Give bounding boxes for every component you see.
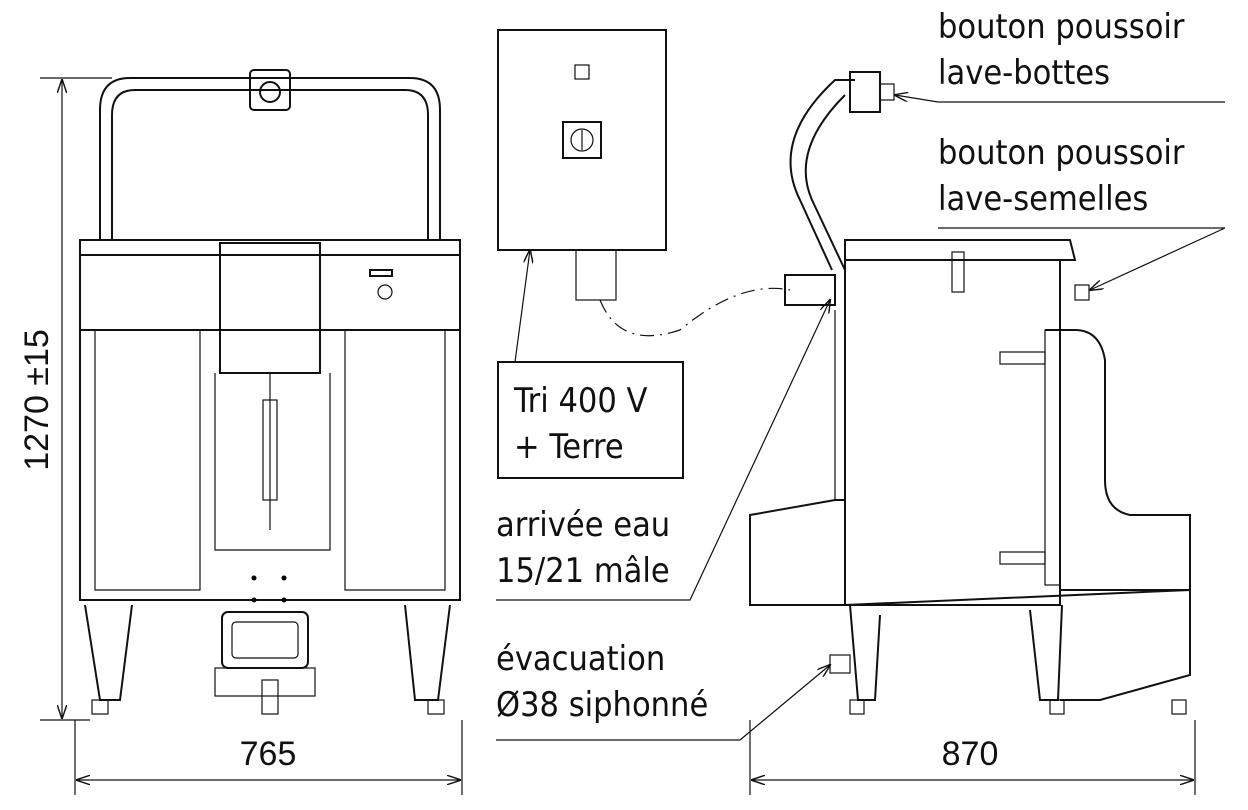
- height-value: 1270 ±15: [18, 329, 56, 471]
- svg-text:arrivée eau: arrivée eau: [496, 505, 670, 545]
- power-label: Tri 400 V + Terre: [497, 250, 684, 479]
- svg-text:bouton poussoir: bouton poussoir: [938, 133, 1185, 173]
- sole-button-label: bouton poussoir lave-semelles: [938, 133, 1226, 290]
- svg-text:+ Terre: + Terre: [514, 427, 624, 467]
- boot-button-label: bouton poussoir lave-bottes: [895, 7, 1225, 103]
- svg-text:lave-bottes: lave-bottes: [938, 53, 1110, 93]
- svg-text:Ø38 siphonné: Ø38 siphonné: [496, 685, 708, 725]
- side-view: [749, 71, 1191, 715]
- svg-text:Tri 400 V: Tri 400 V: [513, 381, 648, 421]
- main-switch-icon: [562, 121, 602, 159]
- height-dimension: 1270 ±15: [18, 77, 112, 721]
- svg-text:15/21 mâle: 15/21 mâle: [496, 551, 670, 591]
- drain-label: évacuation Ø38 siphonné: [496, 639, 830, 741]
- svg-text:évacuation: évacuation: [496, 639, 665, 679]
- boot-button-side: [849, 71, 881, 113]
- water-inlet-label: arrivée eau 15/21 mâle: [496, 300, 830, 601]
- svg-text:lave-semelles: lave-semelles: [938, 179, 1148, 219]
- front-view: [79, 69, 461, 715]
- boot-button-front: [249, 69, 291, 111]
- front-width-dimension: 765: [74, 720, 463, 795]
- side-depth-dimension: 870: [749, 720, 1196, 795]
- front-width-value: 765: [240, 735, 297, 773]
- side-depth-value: 870: [942, 735, 999, 773]
- indicator-light-icon: [574, 64, 590, 80]
- control-box: [497, 29, 791, 337]
- svg-text:bouton poussoir: bouton poussoir: [938, 7, 1185, 47]
